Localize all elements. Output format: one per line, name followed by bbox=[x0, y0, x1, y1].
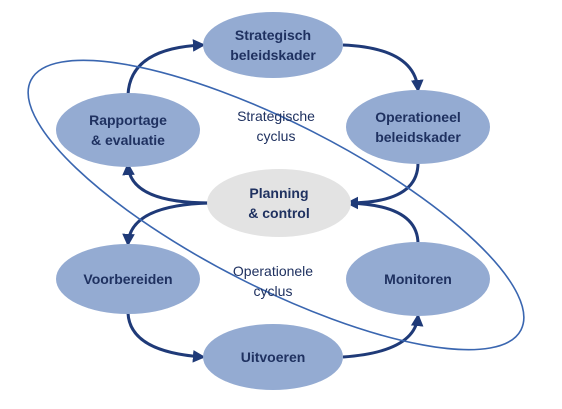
label-uitvoeren: Uitvoeren bbox=[240, 349, 306, 365]
node-uitvoeren bbox=[203, 324, 343, 390]
label-strategisch-beleidskader: Strategisch beleidskader bbox=[230, 27, 316, 63]
orbit-ellipse bbox=[27, 59, 525, 351]
arrow-operationeel-to-planning bbox=[345, 162, 420, 210]
label-strategische-cyclus: Strategische cyclus bbox=[237, 108, 315, 144]
label-planning-control: Planning & control bbox=[248, 185, 310, 221]
node-rapportage-evaluatie bbox=[56, 93, 200, 167]
node-planning-control bbox=[207, 169, 351, 237]
arrow-voorbereiden-to-uitvoeren bbox=[126, 312, 206, 363]
label-operationeel-beleidskader: Operationeel beleidskader bbox=[375, 109, 461, 145]
node-voorbereiden bbox=[56, 244, 200, 314]
arrow-strategisch-to-operationeel bbox=[342, 43, 424, 93]
node-monitoren bbox=[346, 242, 490, 316]
label-rapportage-evaluatie: Rapportage & evaluatie bbox=[89, 112, 167, 148]
node-strategisch-beleidskader bbox=[203, 12, 343, 78]
label-operationele-cyclus: Operationele cyclus bbox=[232, 263, 314, 299]
arrow-planning-to-voorbereiden bbox=[122, 201, 211, 247]
label-voorbereiden: Voorbereiden bbox=[83, 271, 173, 287]
label-monitoren: Monitoren bbox=[384, 271, 452, 287]
arrow-planning-to-rapportage bbox=[122, 162, 211, 205]
node-operationeel-beleidskader bbox=[346, 90, 490, 164]
arrow-uitvoeren-to-monitoren bbox=[342, 313, 424, 359]
arrow-monitoren-to-planning bbox=[347, 201, 420, 245]
arrow-rapportage-to-strategisch bbox=[126, 39, 206, 96]
